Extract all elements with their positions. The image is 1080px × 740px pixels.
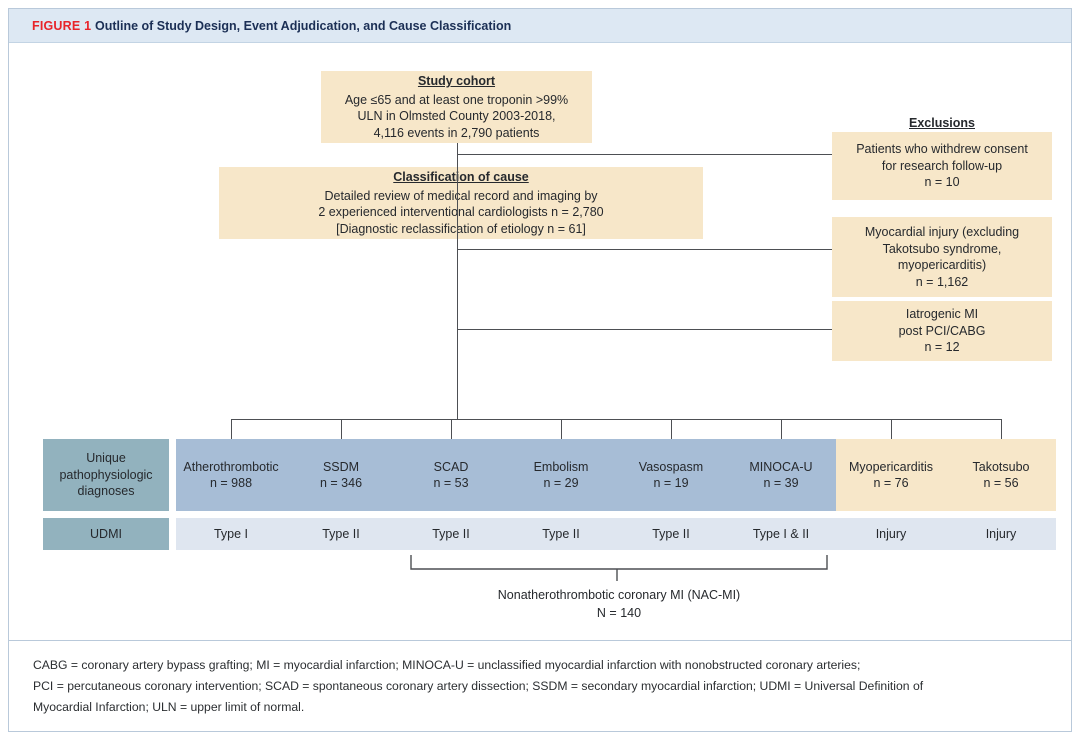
exclusion-1-line-1: Patients who withdrew consent — [856, 142, 1028, 157]
diagnosis-box-takotsubo: Takotsubo n = 56 — [946, 439, 1056, 511]
exclusion-3-line-2: post PCI/CABG — [898, 323, 986, 338]
diagnosis-name-scad: SCAD — [433, 459, 469, 474]
connector-branch-exclusion-2 — [457, 249, 832, 250]
diagnosis-name-embolism: Embolism — [533, 459, 589, 474]
nac-mi-bracket-icon — [410, 555, 828, 581]
diagnosis-count-scad: n = 53 — [433, 476, 469, 490]
diagnosis-box-minoca-u: MINOCA-U n = 39 — [726, 439, 836, 511]
diagnosis-count-embolism: n = 29 — [543, 476, 579, 490]
diagnosis-box-myopericarditis: Myopericarditis n = 76 — [836, 439, 946, 511]
footnote-abbreviations: CABG = coronary artery bypass grafting; … — [33, 655, 1047, 718]
diagnosis-name-minoca-u: MINOCA-U — [749, 459, 813, 474]
diagnosis-count-vasospasm: n = 19 — [653, 476, 689, 490]
udmi-value-myopericarditis: Injury — [875, 526, 907, 541]
study-cohort-box: Study cohort Age ≤65 and at least one tr… — [321, 71, 592, 143]
exclusion-box-myocardial-injury: Myocardial injury (excluding Takotsubo s… — [832, 217, 1052, 297]
udmi-cell-minoca-u: Type I & II — [726, 518, 836, 550]
nac-mi-label: Nonatherothrombotic coronary MI (NAC-MI)… — [379, 587, 859, 622]
udmi-value-minoca-u: Type I & II — [752, 526, 810, 541]
figure-title: Outline of Study Design, Event Adjudicat… — [95, 19, 512, 33]
udmi-cell-embolism: Type II — [506, 518, 616, 550]
connector-distribution-bus — [231, 419, 1001, 420]
row-label-line-1: Unique — [86, 451, 126, 466]
udmi-label-text: UDMI — [90, 526, 122, 541]
footnote-divider — [9, 640, 1071, 641]
diagnosis-box-ssdm: SSDM n = 346 — [286, 439, 396, 511]
nac-mi-label-line-2: N = 140 — [596, 605, 642, 620]
connector-branch-exclusion-3 — [457, 329, 832, 330]
row-label-unique-diagnoses: Unique pathophysiologic diagnoses — [43, 439, 169, 511]
figure-frame: FIGURE 1 Outline of Study Design, Event … — [8, 8, 1072, 732]
footnote-line-3: Myocardial Infarction; ULN = upper limit… — [33, 699, 305, 714]
udmi-cell-scad: Type II — [396, 518, 506, 550]
exclusion-box-withdrew-consent: Patients who withdrew consent for resear… — [832, 132, 1052, 200]
udmi-value-takotsubo: Injury — [985, 526, 1017, 541]
udmi-value-scad: Type II — [432, 526, 470, 541]
udmi-value-embolism: Type II — [542, 526, 580, 541]
udmi-cell-takotsubo: Injury — [946, 518, 1056, 550]
diagram-canvas: Study cohort Age ≤65 and at least one tr… — [9, 43, 1071, 640]
exclusion-2-line-4: n = 1,162 — [915, 274, 969, 289]
study-cohort-line-3: 4,116 events in 2,790 patients — [373, 125, 540, 140]
figure-number-label: FIGURE 1 — [32, 19, 92, 33]
udmi-value-atherothrombotic: Type I — [213, 526, 249, 541]
exclusion-box-iatrogenic-mi: Iatrogenic MI post PCI/CABG n = 12 — [832, 301, 1052, 361]
diagnosis-name-myopericarditis: Myopericarditis — [848, 459, 934, 474]
exclusion-2-line-3: myopericarditis) — [897, 258, 987, 272]
figure-header-bar: FIGURE 1 Outline of Study Design, Event … — [9, 9, 1071, 43]
nac-mi-label-line-1: Nonatherothrombotic coronary MI (NAC-MI) — [497, 588, 741, 602]
classification-line-2: 2 experienced interventional cardiologis… — [318, 205, 604, 219]
udmi-cell-ssdm: Type II — [286, 518, 396, 550]
diagnosis-count-myopericarditis: n = 76 — [873, 476, 909, 490]
diagnosis-name-atherothrombotic: Atherothrombotic — [183, 459, 279, 474]
footnote-line-1: CABG = coronary artery bypass grafting; … — [33, 658, 861, 672]
diagnosis-name-takotsubo: Takotsubo — [972, 459, 1030, 474]
diagnosis-box-vasospasm: Vasospasm n = 19 — [616, 439, 726, 511]
exclusions-heading: Exclusions — [909, 116, 975, 130]
exclusion-3-line-3: n = 12 — [924, 340, 960, 355]
study-cohort-line-1: Age ≤65 and at least one troponin >99% — [344, 92, 569, 107]
connector-main-trunk — [457, 143, 458, 419]
diagnosis-count-minoca-u: n = 39 — [763, 476, 799, 490]
classification-heading: Classification of cause — [393, 170, 529, 184]
diagnosis-box-scad: SCAD n = 53 — [396, 439, 506, 511]
study-cohort-heading: Study cohort — [417, 74, 496, 88]
diagnosis-name-ssdm: SSDM — [322, 459, 360, 474]
udmi-value-vasospasm: Type II — [652, 526, 690, 541]
udmi-row-label: UDMI — [43, 518, 169, 550]
exclusion-2-line-1: Myocardial injury (excluding — [864, 225, 1020, 239]
study-cohort-line-2: ULN in Olmsted County 2003-2018, — [357, 109, 556, 123]
diagnosis-box-atherothrombotic: Atherothrombotic n = 988 — [176, 439, 286, 511]
row-label-line-2: pathophysiologic — [59, 467, 153, 482]
diagnosis-box-embolism: Embolism n = 29 — [506, 439, 616, 511]
connector-branch-exclusion-1 — [457, 154, 832, 155]
footnote-line-2: PCI = percutaneous coronary intervention… — [33, 678, 924, 693]
exclusion-3-line-1: Iatrogenic MI — [905, 307, 979, 322]
classification-line-1: Detailed review of medical record and im… — [324, 188, 598, 203]
diagnosis-count-ssdm: n = 346 — [319, 476, 363, 490]
udmi-cell-atherothrombotic: Type I — [176, 518, 286, 550]
udmi-cell-vasospasm: Type II — [616, 518, 726, 550]
classification-line-3: [Diagnostic reclassification of etiology… — [336, 221, 586, 236]
udmi-cell-myopericarditis: Injury — [836, 518, 946, 550]
exclusion-2-line-2: Takotsubo syndrome, — [882, 241, 1002, 256]
exclusion-1-line-3: n = 10 — [924, 175, 960, 190]
exclusion-1-line-2: for research follow-up — [881, 158, 1003, 173]
classification-of-cause-box: Classification of cause Detailed review … — [219, 167, 703, 239]
diagnosis-count-takotsubo: n = 56 — [983, 476, 1019, 490]
row-label-line-3: diagnoses — [77, 484, 135, 499]
diagnosis-count-atherothrombotic: n = 988 — [209, 476, 253, 490]
udmi-value-ssdm: Type II — [322, 526, 360, 541]
diagnosis-name-vasospasm: Vasospasm — [638, 459, 704, 474]
